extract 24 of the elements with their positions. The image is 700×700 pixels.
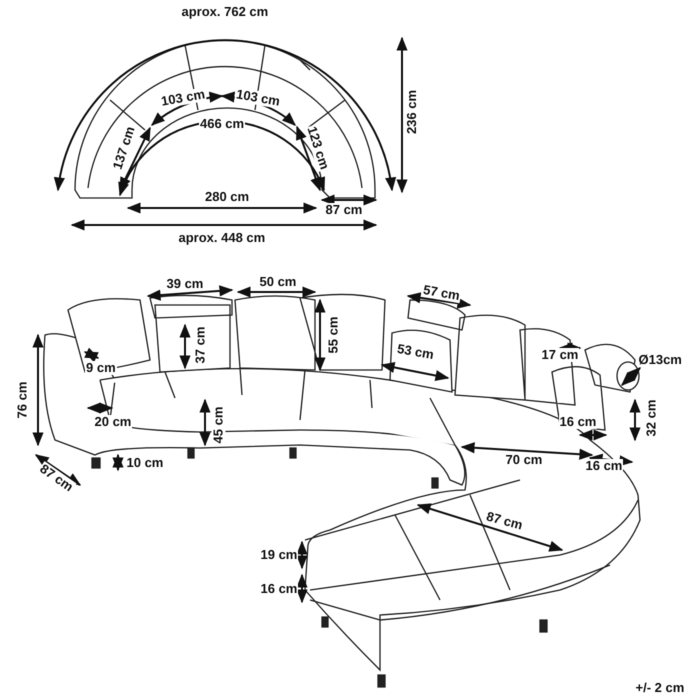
dimension-label: 17 cm bbox=[540, 348, 580, 362]
dimension-label: 16 cm bbox=[558, 415, 598, 429]
dimension-label: 76 cm bbox=[14, 380, 29, 420]
dimension-label: 55 cm bbox=[326, 316, 340, 354]
dimension-label: 466 cm bbox=[199, 117, 246, 131]
dimension-label: 10 cm bbox=[126, 456, 164, 470]
dimension-label: 280 cm bbox=[204, 190, 250, 204]
dimension-label: 9 cm bbox=[85, 361, 117, 375]
dimension-label: 70 cm bbox=[504, 453, 544, 467]
dimension-label: 236 cm bbox=[405, 88, 420, 136]
dimension-label: aprox. 448 cm bbox=[178, 231, 266, 245]
dimension-label: 16 cm bbox=[584, 459, 624, 473]
dimension-label: 20 cm bbox=[94, 415, 132, 429]
dimension-label: 37 cm bbox=[192, 326, 207, 364]
dimension-label: 39 cm bbox=[166, 277, 204, 291]
tolerance-note: +/- 2 cm bbox=[634, 681, 686, 695]
dimension-label: aprox. 762 cm bbox=[180, 5, 270, 19]
dimension-label: 16 cm bbox=[260, 582, 298, 596]
dimension-label: Ø13cm bbox=[638, 353, 683, 367]
dimension-label: 50 cm bbox=[258, 275, 298, 289]
dimension-label: 45 cm bbox=[210, 406, 225, 444]
dimension-label: 19 cm bbox=[260, 548, 298, 562]
dimension-label: 87 cm bbox=[324, 203, 364, 217]
dimension-label: 32 cm bbox=[644, 398, 658, 438]
